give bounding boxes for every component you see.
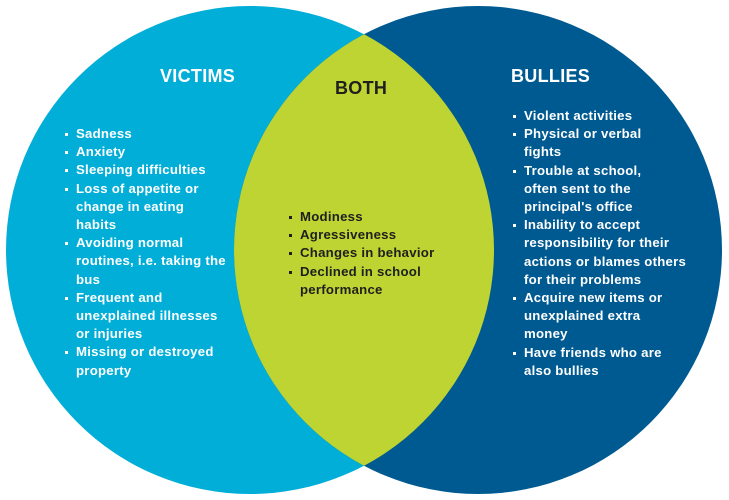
victims-item: Avoiding normal routines, i.e. taking th… xyxy=(65,234,226,289)
both-item: Modiness xyxy=(289,208,449,226)
bullies-item: Have friends who are also bullies xyxy=(513,344,669,380)
both-heading: BOTH xyxy=(335,78,388,98)
victims-item: Frequent and unexplained illnesses or in… xyxy=(65,289,231,344)
bullies-item: Trouble at school, often sent to the pri… xyxy=(513,162,664,217)
bullies-item: Acquire new items or unexplained extra m… xyxy=(513,289,674,344)
both-item: Declined in school performance xyxy=(289,263,430,299)
bullies-item: Inability to accept responsibility for t… xyxy=(513,216,689,289)
both-list: Modiness Agressiveness Changes in behavi… xyxy=(289,208,449,299)
overlap-region xyxy=(234,6,494,494)
victims-list: Sadness Anxiety Sleeping difficulties Lo… xyxy=(65,125,235,380)
both-item: Changes in behavior xyxy=(289,244,449,262)
bullies-list: Violent activities Physical or verbal fi… xyxy=(513,107,686,380)
victims-item: Sleeping difficulties xyxy=(65,161,235,179)
bullies-item: Violent activities xyxy=(513,107,683,125)
bullies-item: Physical or verbal fights xyxy=(513,125,654,161)
bullies-heading: BULLIES xyxy=(511,66,591,86)
victims-heading: VICTIMS xyxy=(160,66,236,86)
victims-item: Sadness xyxy=(65,125,235,143)
victims-item: Loss of appetite or change in eating hab… xyxy=(65,180,214,235)
both-item: Agressiveness xyxy=(289,226,449,244)
victims-item: Anxiety xyxy=(65,143,235,161)
victims-item: Missing or destroyed property xyxy=(65,343,234,379)
